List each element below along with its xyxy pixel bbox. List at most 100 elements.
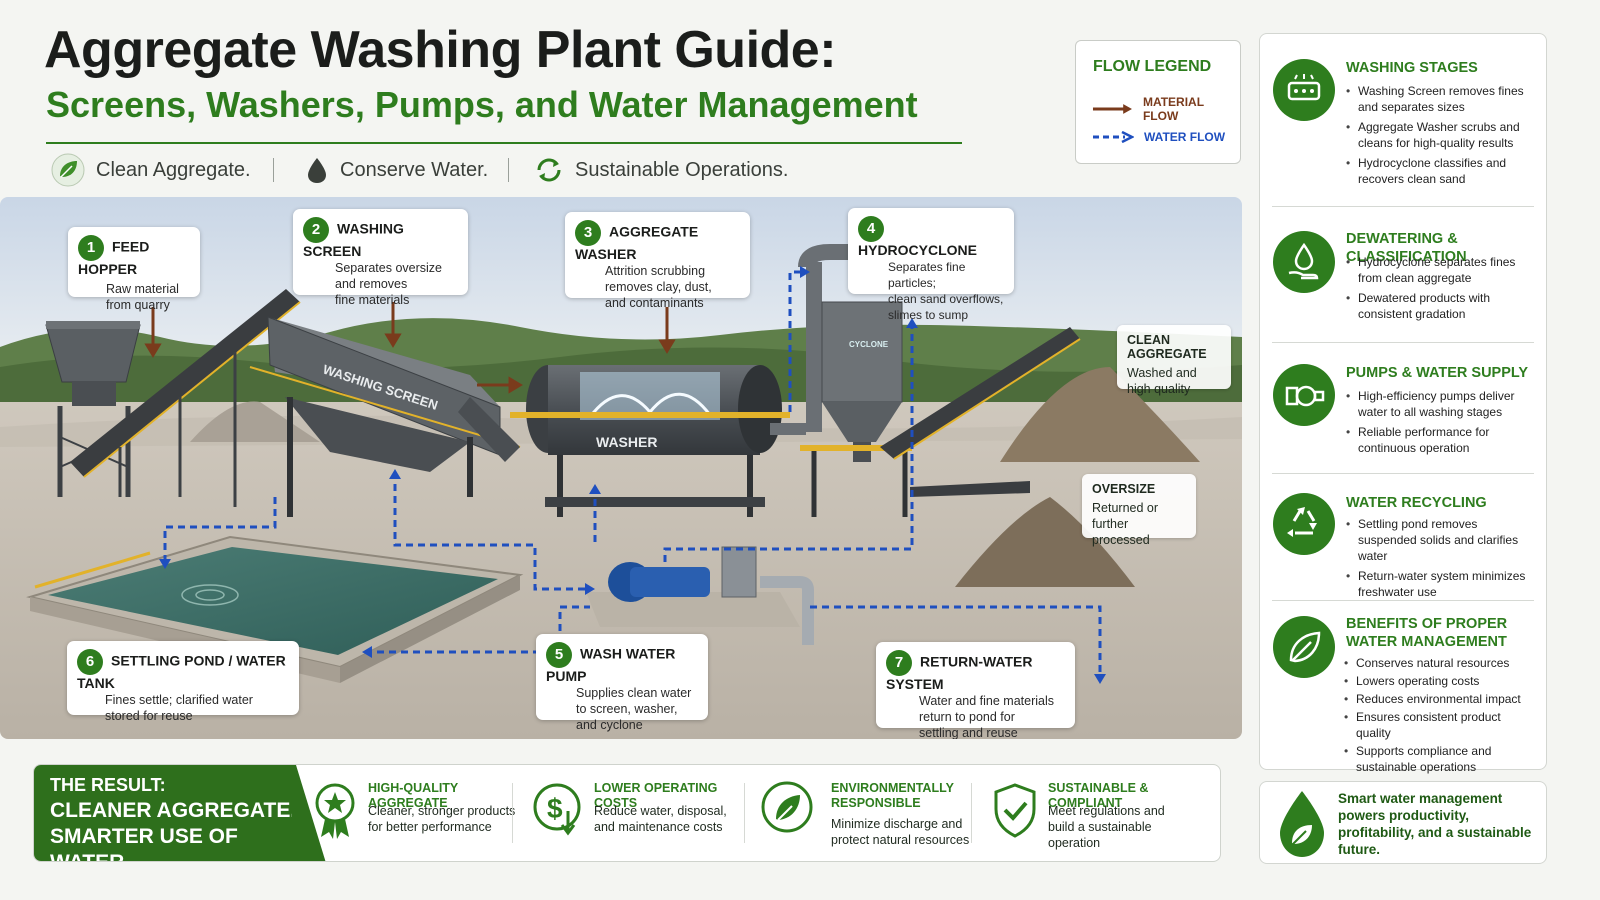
benefit-title: SUSTAINABLE & COMPLIANT xyxy=(1048,781,1149,810)
leaf-icon xyxy=(761,781,813,833)
right-info-panel: WASHING STAGES Washing Screen removes fi… xyxy=(1259,33,1547,774)
callout-desc: Returned or further processed xyxy=(1092,501,1159,547)
water-drop-hand-icon xyxy=(1273,231,1335,293)
water-drop-icon xyxy=(308,158,326,183)
material-flow-arrow-icon xyxy=(1092,104,1132,114)
callout-desc: Separates fine particles; clean sand ove… xyxy=(888,260,1004,322)
washer-label: WASHER xyxy=(596,434,657,450)
benefit-divider xyxy=(744,783,745,843)
page-title: Aggregate Washing Plant Guide: xyxy=(44,21,837,79)
water-flow-lines xyxy=(163,270,1102,677)
benefit-desc: Minimize discharge and protect natural r… xyxy=(831,817,970,847)
shield-check-icon xyxy=(994,783,1036,838)
legend-water-label: WATER FLOW xyxy=(1144,130,1226,144)
refresh-cycle-icon xyxy=(537,158,561,182)
right-bottom-text: Smart water management powers productivi… xyxy=(1338,791,1532,857)
benefit-title: ENVIRONMENTALLY RESPONSIBLE xyxy=(831,781,954,810)
flow-legend: FLOW LEGEND MATERIAL FLOW WATER FLOW xyxy=(1075,40,1241,164)
benefit-desc: Reduce water, disposal, and maintenance … xyxy=(594,804,727,834)
benefit-title: HIGH-QUALITY AGGREGATE xyxy=(368,781,459,810)
benefit-divider xyxy=(971,783,972,843)
callout-title: OVERSIZE xyxy=(1092,482,1156,496)
section-item: Lowers operating costs xyxy=(1344,673,1534,689)
benefit-divider xyxy=(512,783,513,843)
step-badge: 2 xyxy=(303,217,329,243)
benefit-lower-costs: $ LOWER OPERATING COSTS Reduce water, di… xyxy=(532,765,762,861)
callout-desc: Supplies clean water to screen, washer, … xyxy=(576,686,692,732)
legend-water-row: WATER FLOW xyxy=(1092,130,1225,144)
section-divider xyxy=(1272,473,1534,474)
benefit-desc: Cleaner, stronger products for better pe… xyxy=(368,804,516,834)
tagline-text: Sustainable Operations. xyxy=(575,158,789,181)
section-title: PUMPS & WATER SUPPLY xyxy=(1346,365,1529,381)
recycle-icon xyxy=(1273,493,1335,555)
svg-text:$: $ xyxy=(547,793,563,824)
material-flow-arrows xyxy=(144,302,676,394)
section-item: Aggregate Washer scrubs and cleans for h… xyxy=(1346,119,1536,151)
tagline-clean: Clean Aggregate. xyxy=(50,150,251,190)
award-icon xyxy=(315,783,355,839)
step-badge: 1 xyxy=(78,235,104,261)
section-title: BENEFITS OF PROPER WATER MANAGEMENT xyxy=(1346,616,1508,650)
tagline-sustainable: Sustainable Operations. xyxy=(533,150,788,190)
result-headline: CLEANER AGGREGATE. SMARTER USE OF WATER. xyxy=(50,799,297,861)
benefit-sustainable: SUSTAINABLE & COMPLIANT Meet regulations… xyxy=(986,765,1216,861)
step-badge: 5 xyxy=(546,642,572,668)
result-headline-block: THE RESULT: CLEANER AGGREGATE. SMARTER U… xyxy=(34,765,296,861)
plant-scene: WASHING SCREEN WASHER CYCLONE xyxy=(0,197,1242,739)
section-item: Dewatered products with consistent grada… xyxy=(1346,290,1536,322)
section-item: Washing Screen removes fines and separat… xyxy=(1346,83,1536,115)
callout-desc: Washed and high quality xyxy=(1127,366,1197,396)
water-flow-arrowheads xyxy=(159,266,1106,684)
callout-title: SETTLING POND / WATER TANK xyxy=(77,652,286,691)
callout-oversize: OVERSIZE Returned or further processed xyxy=(1082,474,1196,547)
page-subtitle: Screens, Washers, Pumps, and Water Manag… xyxy=(46,84,918,125)
callout-title: AGGREGATE WASHER xyxy=(575,223,699,262)
section-item: Settling pond removes suspended solids a… xyxy=(1346,516,1536,564)
section-title: WATER RECYCLING xyxy=(1346,495,1487,511)
cyclone-label: CYCLONE xyxy=(849,340,889,349)
tagline-separator xyxy=(273,158,274,182)
result-label: THE RESULT: xyxy=(50,775,166,795)
result-band: THE RESULT: CLEANER AGGREGATE. SMARTER U… xyxy=(33,764,1221,862)
water-flow-arrow-icon xyxy=(1093,131,1134,143)
section-item: Ensures consistent product quality xyxy=(1344,709,1534,741)
tagline-text: Clean Aggregate. xyxy=(96,158,251,181)
callout-title: CLEAN AGGREGATE xyxy=(1127,333,1207,361)
legend-title: FLOW LEGEND xyxy=(1093,58,1212,75)
screen-icon xyxy=(1273,59,1335,121)
section-item: High-efficiency pumps deliver water to a… xyxy=(1346,388,1536,420)
tagline-separator xyxy=(508,158,509,182)
callout-hydrocyclone: 4HYDROCYCLONE Separates fine particles; … xyxy=(848,208,1014,322)
tagline-water: Conserve Water. xyxy=(304,150,488,190)
legend-material-row: MATERIAL FLOW xyxy=(1092,95,1240,123)
benefit-environmental: ENVIRONMENTALLY RESPONSIBLE Minimize dis… xyxy=(761,765,994,861)
callout-desc: Raw material from quarry xyxy=(106,282,179,312)
callout-desc: Separates oversize and removes fine mate… xyxy=(335,261,443,307)
section-item: Conserves natural resources xyxy=(1344,655,1534,671)
callout-desc: Fines settle; clarified water stored for… xyxy=(105,693,253,723)
callout-desc: Attrition scrubbing removes clay, dust, … xyxy=(605,264,712,310)
water-leaf-drop-icon xyxy=(1280,791,1324,857)
section-divider xyxy=(1272,342,1534,343)
step-badge: 6 xyxy=(77,649,103,675)
step-badge: 4 xyxy=(858,216,884,242)
section-item: Return-water system minimizes freshwater… xyxy=(1346,568,1536,600)
callout-title: WASHING SCREEN xyxy=(303,220,404,259)
callout-clean-aggregate: CLEAN AGGREGATE Washed and high quality xyxy=(1117,325,1231,396)
legend-material-label: MATERIAL FLOW xyxy=(1142,95,1204,123)
section-divider xyxy=(1272,600,1534,601)
callout-title: RETURN-WATER SYSTEM xyxy=(886,653,1033,692)
pump-icon xyxy=(1273,364,1335,426)
leaf-icon xyxy=(1273,616,1335,678)
section-title: WASHING STAGES xyxy=(1346,60,1478,76)
section-item: Reliable performance for continuous oper… xyxy=(1346,424,1536,456)
benefit-high-quality: HIGH-QUALITY AGGREGATE Cleaner, stronger… xyxy=(306,765,536,861)
section-item: Supports compliance and sustainable oper… xyxy=(1344,743,1534,775)
title-divider xyxy=(46,142,962,144)
callout-desc: Water and fine materials return to pond … xyxy=(919,694,1055,739)
dollar-down-icon: $ xyxy=(533,783,581,836)
